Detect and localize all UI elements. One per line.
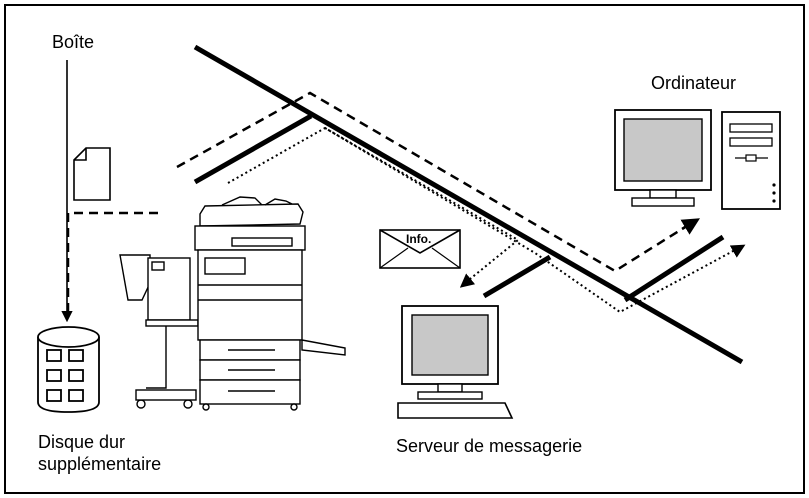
box-label: Boîte [52, 32, 94, 52]
computer-label: Ordinateur [651, 73, 736, 93]
dotted-route-arrow-computer [729, 244, 746, 258]
hard-disk-label-line1: Disque dur [38, 432, 125, 452]
mail-server-label: Serveur de messagerie [396, 436, 582, 456]
document-icon [73, 147, 111, 201]
dotted-route-arrow-mail [459, 273, 476, 288]
dotted-route [227, 126, 736, 314]
computer-icon [614, 109, 781, 210]
hard-disk-icon [37, 326, 100, 413]
network-solid-lines [193, 44, 744, 365]
hard-disk-label-line2: supplémentaire [38, 454, 161, 474]
mail-server-icon [397, 305, 514, 419]
dashed-route [66, 91, 691, 315]
dashed-route-arrowhead [680, 218, 701, 235]
envelope-icon: Info. [379, 229, 461, 269]
diagram-frame [4, 4, 805, 494]
envelope-info-label: Info. [406, 232, 431, 246]
copier-icon [119, 196, 346, 411]
